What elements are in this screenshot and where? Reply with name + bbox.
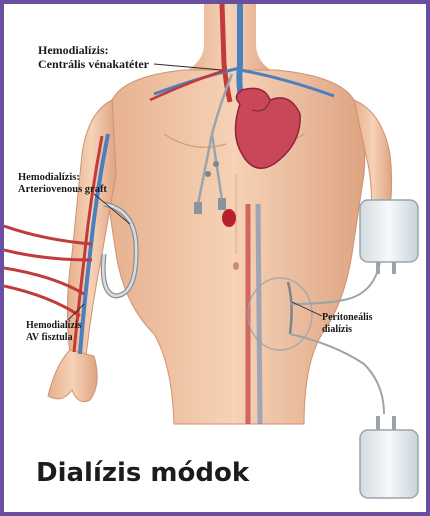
graft-label-line2: Arteriovenous graft: [18, 184, 107, 196]
drainage-bag-bottom: [360, 416, 418, 498]
peritoneal-label-line1: Peritoneális: [322, 312, 373, 324]
fistula-label-line1: Hemodialízis: [26, 320, 82, 332]
label-central-venous-catheter: Hemodialízis: Centrális vénakatéter: [38, 44, 149, 72]
fistula-label-line2: AV fisztula: [26, 332, 82, 344]
cvc-label-line2: Centrális vénakatéter: [38, 58, 149, 72]
figure-caption: Dialízis módok: [36, 458, 249, 488]
graft-label-line1: Hemodialízis:: [18, 172, 107, 184]
cvc-label-line1: Hemodialízis:: [38, 44, 149, 58]
peritoneal-label-line2: dialízis: [322, 324, 373, 336]
dialysate-bag-top: [360, 200, 418, 274]
label-peritoneal-dialysis: Peritoneális dialízis: [322, 312, 373, 335]
dialysis-illustration: [4, 4, 426, 512]
label-av-fistula: Hemodialízis AV fisztula: [26, 320, 82, 343]
label-arteriovenous-graft: Hemodialízis: Arteriovenous graft: [18, 172, 107, 196]
